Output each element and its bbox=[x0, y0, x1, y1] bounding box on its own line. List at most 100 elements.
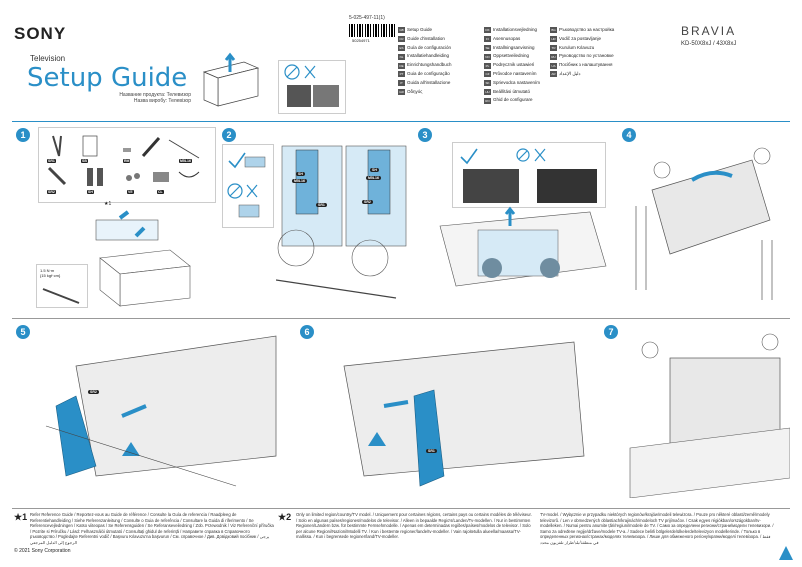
language-label: Einrichtungshandbuch bbox=[407, 62, 452, 68]
language-code-badge: GB bbox=[398, 27, 405, 34]
language-label: Oppsettveiledning bbox=[493, 53, 530, 59]
label-m5l16-right: M5L16 bbox=[366, 176, 381, 180]
language-code-badge: ES bbox=[398, 44, 405, 51]
language-label: دليل الإعداد bbox=[559, 70, 581, 76]
bravia-logo: BRAVIA bbox=[681, 24, 737, 38]
footnote-2-mark: ★2 bbox=[278, 512, 292, 522]
language-label: Guide d'installation bbox=[407, 35, 445, 41]
part-label-sr1: SR1 bbox=[47, 159, 56, 163]
stand-ok-ng-panel bbox=[222, 144, 274, 228]
language-code-badge: AR bbox=[550, 71, 557, 78]
language-code-badge: TR bbox=[550, 44, 557, 51]
language-label: Podręcznik ustawień bbox=[493, 62, 535, 68]
language-label: Посібник з налаштування bbox=[559, 62, 613, 68]
copyright: © 2021 Sony Corporation bbox=[14, 548, 71, 554]
language-code-badge: NO bbox=[484, 53, 491, 60]
language-label: Installationsvejledning bbox=[493, 27, 538, 32]
tv-place-on-table-illustration bbox=[629, 333, 790, 498]
step-3-number: 3 bbox=[418, 128, 432, 142]
language-label: Průvodce nastavením bbox=[493, 70, 537, 76]
language-label: Asennusopas bbox=[493, 35, 521, 41]
accessories-panel: SR1 SB RM M5L16 SR2 SH VE CL bbox=[38, 127, 216, 203]
label-m5l16-left: M5L16 bbox=[292, 179, 307, 183]
step-1-number: 1 bbox=[16, 128, 30, 142]
language-code-badge: IT bbox=[398, 80, 405, 87]
stand-orientation-illustration bbox=[227, 152, 266, 218]
sony-logo: SONY bbox=[14, 24, 67, 43]
torque-spec: 1.5 N·m {15 kgf·cm} bbox=[40, 268, 61, 278]
stand-assembly-illustration bbox=[276, 145, 407, 299]
language-code-badge: CZ bbox=[484, 71, 491, 78]
language-label: Setup Guide bbox=[407, 27, 433, 32]
footnote-1-text: Refer Reference Guide / Reportez-vous au… bbox=[30, 512, 274, 545]
title-translation: Название продукта: Телевизор Назва вироб… bbox=[119, 92, 191, 104]
part-label-sr2: SR2 bbox=[47, 190, 56, 194]
footnote-3-text: TV-model. / Wyłącznie w przypadku niektó… bbox=[540, 512, 774, 545]
language-code-badge: DE bbox=[398, 62, 405, 69]
warning-panel bbox=[278, 60, 346, 114]
model-number: KD-50X8xJ / 43X8xJ bbox=[681, 41, 737, 47]
language-code-badge: FR bbox=[398, 36, 405, 43]
tv-lifting-ok-ng-panel bbox=[452, 142, 606, 208]
label-sh-left: SH bbox=[296, 172, 305, 176]
section-divider-3 bbox=[12, 508, 790, 509]
stand-insert-left-illustration bbox=[45, 335, 277, 487]
footnote-1-mark: ★1 bbox=[14, 512, 28, 522]
part-label-m5l16: M5L16 bbox=[179, 159, 192, 163]
language-label: Beállítási útmutató bbox=[493, 88, 531, 94]
barcode-number: 50254971 bbox=[352, 38, 370, 43]
tv-lifting-illustration bbox=[460, 148, 597, 203]
language-label: Руководство по установке bbox=[559, 53, 614, 59]
label-sr2-step5: SR2 bbox=[88, 390, 99, 394]
language-label: Guida all'installazione bbox=[407, 79, 451, 85]
no-lay-flat-icon bbox=[284, 64, 339, 107]
language-code-badge: PL bbox=[484, 62, 491, 69]
footnote-1-marker: ★1 bbox=[104, 201, 112, 207]
step-5-number: 5 bbox=[16, 325, 30, 339]
section-divider-2 bbox=[12, 318, 790, 319]
language-code-badge: SE bbox=[484, 44, 491, 51]
tv-lift-two-people-illustration bbox=[635, 147, 773, 300]
accessories-illustration bbox=[47, 135, 200, 186]
language-code-badge: GR bbox=[398, 88, 405, 95]
language-label: Οδηγός bbox=[407, 88, 423, 94]
step-4-number: 4 bbox=[622, 128, 636, 142]
section-divider bbox=[12, 121, 790, 122]
language-label: Installatiehandleiding bbox=[407, 53, 450, 59]
product-category: Television bbox=[30, 54, 66, 63]
screwdriver-panel: 1.5 N·m {15 kgf·cm} bbox=[36, 264, 88, 308]
step-6-number: 6 bbox=[300, 325, 314, 339]
screwdriver-icon bbox=[42, 288, 80, 304]
recycle-logo-icon bbox=[779, 546, 793, 560]
language-code-badge: UA bbox=[550, 62, 557, 69]
language-code-badge: DK bbox=[484, 27, 491, 34]
language-label: Guía de configuración bbox=[407, 44, 452, 50]
label-sh-right: SH bbox=[370, 168, 379, 172]
footnote-2-text: Only on limited region/country/TV model.… bbox=[296, 512, 532, 540]
stand-insert-right-illustration bbox=[343, 341, 585, 487]
label-sr1: SR1 bbox=[316, 203, 327, 207]
language-code-badge: FI bbox=[484, 36, 491, 43]
stand-attach-illustration bbox=[439, 206, 607, 287]
language-code-badge: NL bbox=[398, 53, 405, 60]
box-unpacking-illustration bbox=[95, 210, 191, 307]
